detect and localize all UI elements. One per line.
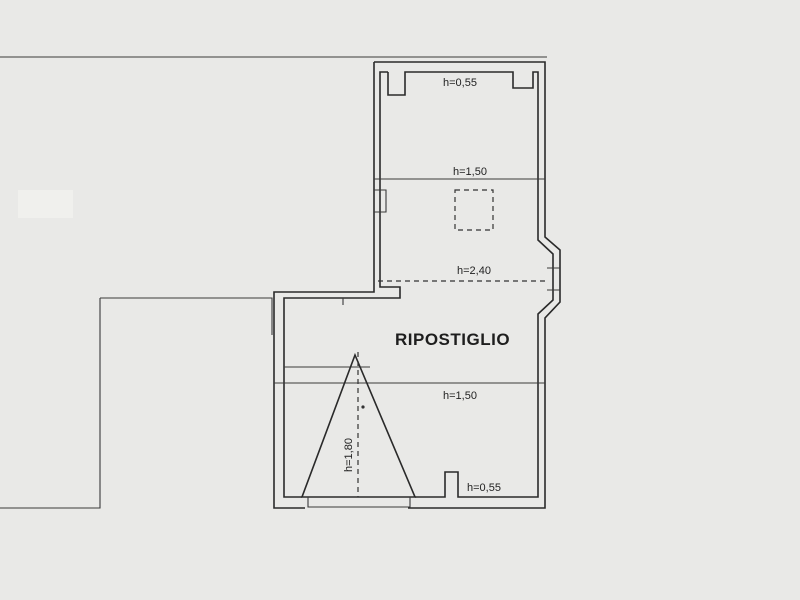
skylight-hatch xyxy=(454,189,494,231)
room-name: RIPOSTIGLIO xyxy=(395,330,510,349)
window xyxy=(547,267,560,291)
height-label-upper: h=1,50 xyxy=(453,166,487,178)
stair-dot xyxy=(361,405,365,409)
height-label-middle: h=2,40 xyxy=(457,265,491,277)
stair-base xyxy=(307,497,411,508)
height-label-top: h=0,55 xyxy=(443,77,477,89)
outer-outline xyxy=(0,56,547,509)
wall-notch xyxy=(374,189,387,213)
height-label-bottom: h=0,55 xyxy=(467,482,501,494)
room-inner-wall xyxy=(283,71,554,498)
paper-mark xyxy=(18,190,73,218)
stair-height-label: h=1,80 xyxy=(343,438,355,472)
room-outer-wall xyxy=(273,61,561,509)
height-label-lower: h=1,50 xyxy=(443,390,477,402)
